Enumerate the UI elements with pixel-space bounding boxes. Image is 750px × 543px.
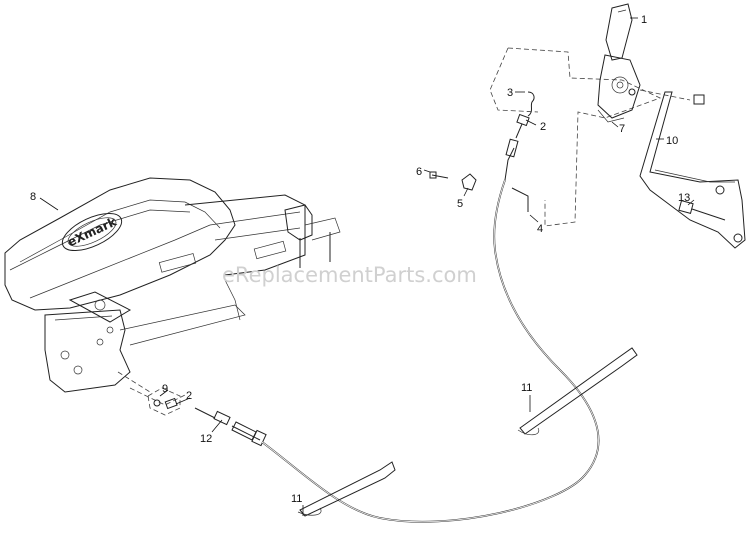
watermark: eReplacementParts.com	[222, 263, 477, 287]
bolt-13	[678, 200, 726, 221]
callout-10: 10	[666, 135, 678, 147]
throttle-lever-assembly	[597, 3, 705, 123]
upper-group-outline	[489, 47, 662, 227]
upper-cable-end	[429, 91, 535, 212]
callout-11-upper: 11	[521, 382, 532, 394]
callout-3: 3	[507, 87, 513, 99]
throttle-cable	[261, 179, 600, 523]
callouts: 1 2 3 4 5 6 7 8 9 2 10 11 11 12 13	[30, 14, 690, 505]
mounting-bracket	[639, 91, 746, 249]
callout-8: 8	[30, 191, 36, 203]
callout-1: 1	[641, 14, 647, 26]
callout-12: 12	[200, 433, 212, 445]
callout-4: 4	[537, 223, 543, 235]
callout-2-lower: 2	[186, 390, 192, 402]
cable-tie-lower	[297, 461, 396, 517]
callout-2-upper: 2	[540, 121, 546, 133]
leader-lines	[39, 17, 695, 516]
cable-tie-upper	[517, 347, 638, 436]
engine-logo-text: eXmark	[66, 214, 120, 249]
callout-11-lower: 11	[291, 493, 302, 505]
callout-9: 9	[162, 383, 168, 395]
callout-6: 6	[416, 166, 422, 178]
callout-5: 5	[457, 198, 463, 210]
lower-bracket-hardware	[147, 387, 181, 416]
engine-assembly: eXmark	[4, 177, 341, 406]
callout-13: 13	[678, 192, 690, 204]
callout-7: 7	[619, 123, 625, 135]
